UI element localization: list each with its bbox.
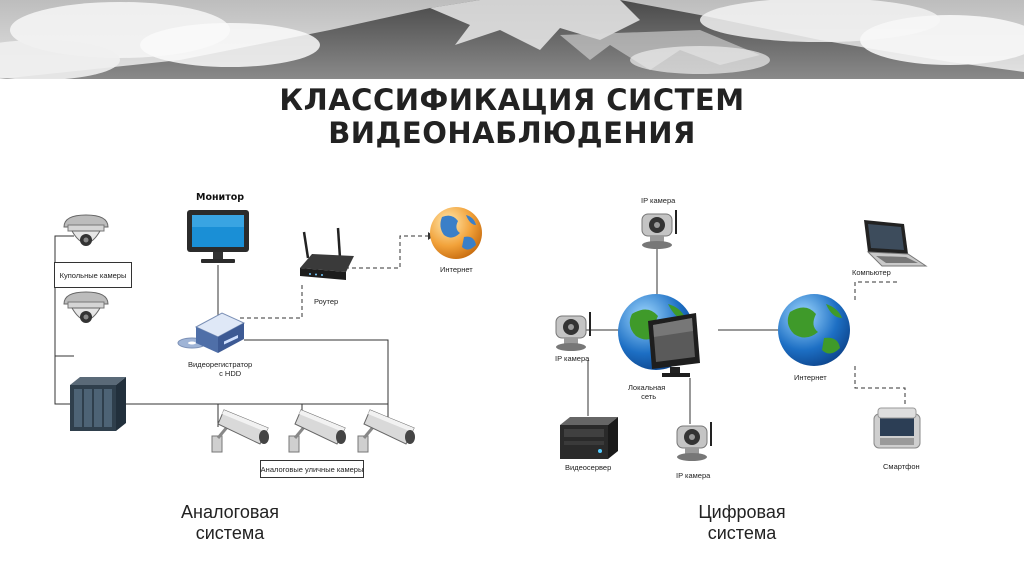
monitor-icon bbox=[187, 210, 249, 263]
dome-cameras-label: Купольные камеры bbox=[54, 262, 132, 288]
street-cameras-label: Аналоговые уличные камеры bbox=[260, 460, 364, 478]
lan-label: Локальная сеть bbox=[628, 384, 665, 401]
street-camera-icon bbox=[212, 410, 269, 452]
dome-camera-icon bbox=[64, 215, 108, 246]
internet-label-analog: Интернет bbox=[440, 266, 473, 275]
street-camera-icon bbox=[358, 410, 415, 452]
digital-system-caption: Цифровая система bbox=[662, 502, 822, 543]
server-rack-icon bbox=[70, 377, 126, 431]
ip-camera-left-label: IP камера bbox=[555, 355, 589, 364]
dvr-icon bbox=[178, 313, 244, 353]
dome-camera-icon bbox=[64, 292, 108, 323]
lan-monitor-icon bbox=[648, 313, 700, 377]
dvr-label: Видеорегистратор с HDD bbox=[188, 361, 252, 378]
ip-camera-icon bbox=[556, 312, 590, 351]
analog-system-caption: Аналоговая система bbox=[150, 502, 310, 543]
ip-camera-icon bbox=[677, 422, 711, 461]
monitor-label: Монитор bbox=[196, 193, 244, 204]
digital-dashed-connections bbox=[855, 282, 905, 404]
video-server-icon bbox=[560, 417, 618, 459]
router-label: Роутер bbox=[314, 298, 338, 307]
computer-label: Компьютер bbox=[852, 269, 891, 278]
ip-camera-icon bbox=[642, 210, 676, 249]
globe-icon bbox=[430, 207, 482, 259]
ip-camera-bottom-label: IP камера bbox=[676, 472, 710, 481]
laptop-icon bbox=[864, 220, 926, 266]
ip-camera-top-label: IP камера bbox=[641, 197, 675, 206]
globe-icon bbox=[778, 294, 850, 366]
internet-label-digital: Интернет bbox=[794, 374, 827, 383]
smartphone-icon bbox=[874, 408, 920, 448]
smartphone-label: Смартфон bbox=[883, 463, 920, 472]
video-server-label: Видеосервер bbox=[565, 464, 611, 473]
router-icon bbox=[300, 228, 354, 280]
street-camera-icon bbox=[289, 410, 346, 452]
